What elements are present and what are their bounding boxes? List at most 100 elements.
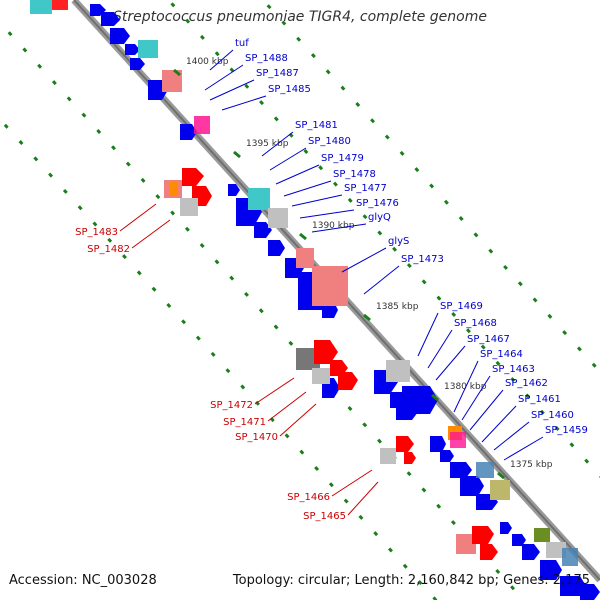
gc-tick	[421, 279, 427, 285]
map-title: Streptococcus pneumoniae TIGR4, complete…	[113, 9, 487, 25]
gc-tick	[199, 34, 205, 40]
gene-label-forward: SP_1476	[356, 198, 399, 209]
cds-feature	[396, 436, 414, 452]
gc-tick	[214, 51, 220, 57]
accession-text: Accession: NC_003028	[9, 573, 157, 588]
cds-feature	[125, 44, 140, 55]
cds-feature	[560, 576, 586, 596]
gene-label-forward: SP_1485	[268, 84, 311, 95]
gene-label-forward: glyS	[388, 236, 409, 247]
gc-tick	[402, 563, 408, 569]
gc-tick	[77, 205, 83, 211]
gc-tick	[140, 177, 146, 183]
gc-tick	[181, 319, 187, 325]
gc-tick	[466, 328, 471, 334]
gene-label-forward: tuf	[235, 38, 249, 49]
gene-leader-line	[283, 180, 332, 197]
cds-feature	[460, 476, 484, 496]
gc-tick	[451, 311, 457, 317]
gc-tick	[584, 458, 590, 464]
gene-leader-line	[503, 436, 544, 461]
gene-label-reverse: SP_1471	[223, 417, 266, 428]
gc-tick	[273, 324, 279, 330]
gc-tick	[517, 281, 523, 287]
feature-block	[296, 248, 314, 268]
feature-block	[268, 208, 288, 228]
gene-label-forward: SP_1469	[440, 301, 483, 312]
gc-tick	[328, 482, 334, 488]
cds-feature	[228, 184, 240, 196]
scale-tick-mark	[173, 68, 181, 77]
forward-features	[30, 0, 600, 600]
topology-text: Topology: circular; Length: 2,160,842 bp…	[232, 573, 590, 588]
gc-tick	[436, 503, 442, 509]
gc-tick	[510, 585, 516, 591]
gc-tick	[229, 67, 235, 73]
scale-tick-mark	[431, 393, 439, 402]
gc-tick	[362, 422, 368, 428]
gc-tick	[576, 346, 582, 352]
gc-tick	[281, 20, 287, 26]
gene-leader-line	[254, 377, 295, 405]
feature-block	[562, 548, 578, 566]
gc-tick	[155, 194, 161, 200]
gc-tick	[343, 498, 349, 504]
gc-tick	[417, 580, 423, 586]
gene-leader-line	[269, 147, 307, 171]
gene-label-forward: glyQ	[368, 212, 391, 223]
gc-tick	[377, 438, 382, 444]
feature-block	[170, 182, 178, 196]
cds-feature	[254, 222, 272, 238]
gc-tick	[314, 465, 320, 471]
gene-leader-line	[311, 223, 367, 233]
gc-tick	[303, 149, 309, 154]
gene-label-forward: SP_1468	[454, 318, 497, 329]
feature-block	[30, 0, 52, 14]
gc-tick	[373, 531, 379, 537]
feature-block	[386, 360, 410, 382]
gene-label-forward: SP_1480	[308, 136, 351, 147]
gc-tick	[96, 128, 102, 134]
gene-labels: tufSP_1488SP_1487SP_1485SP_1481SP_1480SP…	[75, 38, 588, 522]
gc-tick	[3, 123, 9, 129]
gc-tick	[421, 487, 427, 493]
gc-tick	[18, 140, 24, 146]
gc-tick	[347, 406, 353, 411]
feature-block	[162, 70, 182, 92]
gene-label-forward: SP_1464	[480, 349, 523, 360]
gene-leader-line	[363, 265, 400, 295]
gc-tick	[185, 18, 191, 24]
gene-leader-line	[261, 131, 294, 157]
gc-tick	[591, 362, 597, 368]
gene-leader-line	[291, 194, 343, 207]
gc-tick	[170, 210, 176, 216]
gene-leader-line	[461, 375, 491, 421]
gc-tick	[450, 520, 456, 526]
gene-label-reverse: SP_1466	[287, 492, 330, 503]
gene-label-forward: SP_1481	[295, 120, 338, 131]
gene-label-reverse: SP_1465	[303, 511, 346, 522]
gene-leader-line	[341, 247, 387, 273]
gene-label-forward: SP_1467	[467, 334, 510, 345]
gc-tick	[325, 69, 331, 75]
cds-feature	[182, 168, 204, 186]
scale-tick-label: 1375 kbp	[510, 460, 553, 470]
gc-tick	[166, 303, 172, 308]
gene-label-forward: SP_1478	[333, 169, 376, 180]
feature-block	[456, 534, 476, 554]
cds-feature	[522, 544, 540, 560]
cds-feature	[268, 240, 285, 256]
gc-tick	[414, 167, 420, 173]
gc-tick	[214, 259, 220, 265]
feature-block	[52, 0, 68, 10]
scale-tick-mark	[299, 232, 307, 241]
gc-tick	[184, 226, 190, 232]
gc-tick	[562, 330, 568, 336]
gc-tick	[33, 156, 39, 162]
feature-block	[476, 462, 494, 478]
cds-feature	[101, 12, 120, 26]
gc-tick	[458, 216, 464, 222]
gene-leader-line	[119, 203, 157, 232]
feature-block	[312, 368, 330, 384]
cds-feature	[110, 28, 130, 44]
